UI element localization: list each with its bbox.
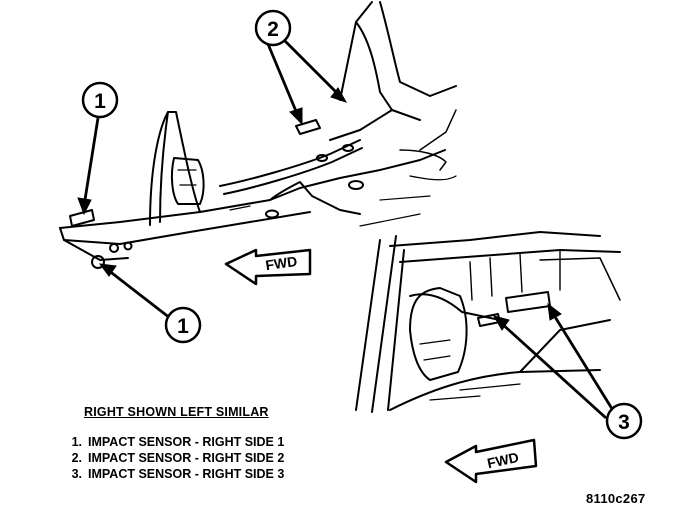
fwd-label-lower: FWD (486, 449, 521, 471)
callout-1-upper: 1 (81, 81, 119, 119)
fwd-arrow-lower: FWD (444, 438, 538, 484)
upper-vehicle-view (59, 1, 457, 269)
legend-item-number: 3. (71, 467, 82, 481)
callout-2: 2 (254, 9, 292, 47)
legend-item: 3. IMPACT SENSOR - RIGHT SIDE 3 (60, 466, 360, 482)
fwd-arrow-upper: FWD (224, 248, 312, 286)
legend-item-label: IMPACT SENSOR - RIGHT SIDE 1 (88, 435, 285, 449)
legend-item-number: 2. (71, 451, 82, 465)
callout-3: 3 (605, 402, 643, 440)
legend-list: 1. IMPACT SENSOR - RIGHT SIDE 1 2. IMPACT … (60, 434, 360, 482)
legend-title: RIGHT SHOWN LEFT SIMILAR (84, 405, 269, 419)
callout-1-lower: 1 (164, 306, 202, 344)
callout-1-lower-number: 1 (177, 315, 189, 338)
legend-item-number: 1. (71, 435, 82, 449)
legend-item: 2. IMPACT SENSOR - RIGHT SIDE 2 (60, 450, 360, 466)
legend-item-label: IMPACT SENSOR - RIGHT SIDE 2 (88, 451, 285, 465)
legend-item: 1. IMPACT SENSOR - RIGHT SIDE 1 (60, 434, 360, 450)
callout-1-upper-number: 1 (94, 90, 106, 113)
figure-id: 8110c267 (586, 491, 646, 506)
legend: RIGHT SHOWN LEFT SIMILAR 1. IMPACT SENSOR… (60, 405, 360, 482)
callout-2-number: 2 (267, 18, 279, 41)
fwd-label-upper: FWD (264, 253, 298, 273)
callout-3-number: 3 (618, 411, 630, 434)
leader-lines (77, 37, 616, 420)
legend-item-label: IMPACT SENSOR - RIGHT SIDE 3 (88, 467, 285, 481)
lower-vehicle-view (355, 231, 621, 413)
